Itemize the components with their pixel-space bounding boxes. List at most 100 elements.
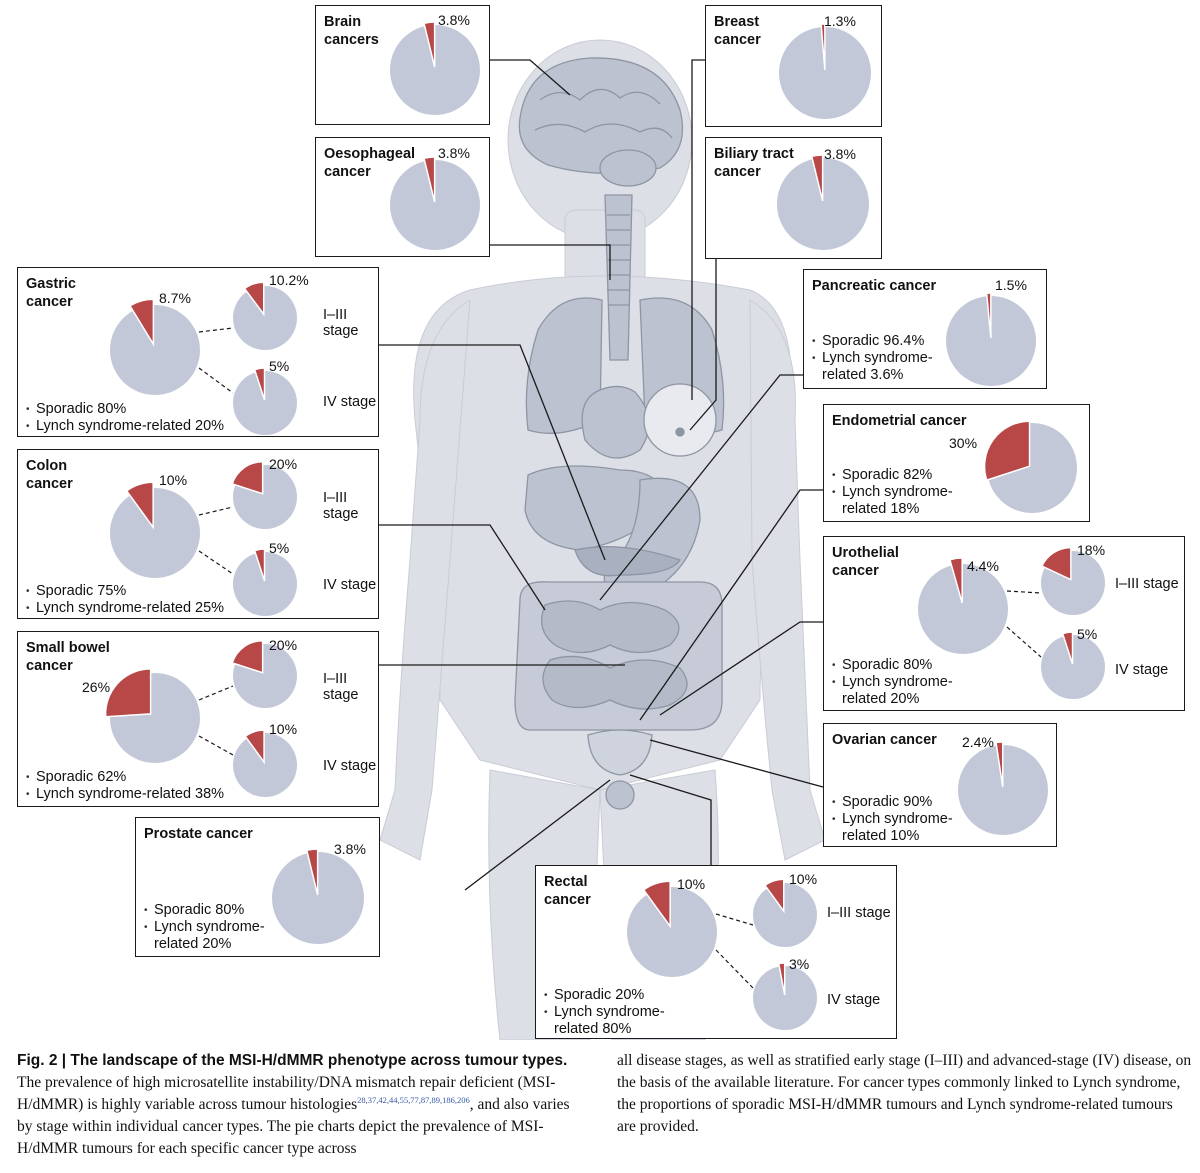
panel-biliary: Biliary tract cancer 3.8%: [705, 137, 882, 259]
panel-title: Biliary tract cancer: [714, 146, 794, 180]
stage-late-pie: [753, 962, 817, 1030]
main-pie-slice: [995, 741, 1004, 788]
stage-early-text: I–III stage: [323, 490, 359, 522]
main-pie: [110, 481, 200, 578]
stage-late-pie: [233, 367, 297, 435]
leader-lines: [378, 59, 825, 891]
main-pie: [627, 880, 717, 977]
panel-pies: [777, 154, 869, 250]
stage-early-label: 10.2%: [269, 272, 309, 288]
stage-early-text: I–III stage: [323, 671, 359, 703]
panel-pies: [918, 546, 1105, 699]
bullet-dot-icon: •: [26, 586, 30, 597]
main-pie-base: [390, 160, 480, 250]
legend-bullets: •Sporadic 20%•Lynch syndrome- related 80…: [544, 987, 665, 1038]
stage-early-pie-slice: [231, 461, 264, 495]
stage-early-pie: [231, 640, 297, 708]
heart: [581, 385, 650, 459]
breast-gland: [643, 383, 717, 457]
main-pie-base: [110, 305, 200, 395]
main-pie: [110, 298, 200, 395]
stage-early-pie: [753, 878, 817, 947]
panel-title: Breast cancer: [714, 14, 761, 48]
bullet-text: Lynch syndrome- related 3.6%: [822, 350, 933, 383]
stage-early-pie-base: [753, 883, 817, 947]
small-intestine: [541, 600, 688, 710]
panel-title: Rectal cancer: [544, 874, 591, 908]
bullet-text: Sporadic 75%: [36, 583, 127, 599]
caption-text-1: The prevalence of high microsatellite in…: [17, 1074, 556, 1113]
bullet-item: • Sporadic 75%: [26, 583, 224, 600]
main-pie-label: 1.3%: [824, 13, 856, 29]
bullet-dot-icon: •: [144, 905, 148, 916]
panel-title: Small bowel cancer: [26, 640, 110, 674]
main-pie-slice: [423, 21, 436, 68]
bullet-text: Lynch syndrome-related 38%: [36, 786, 225, 802]
stage-late-label: 3%: [789, 956, 810, 972]
bullet-text: Lynch syndrome- related 18%: [842, 484, 953, 517]
panel-pies: [627, 878, 817, 1030]
main-pie-label: 4.4%: [967, 558, 999, 574]
panel-pies: [946, 292, 1036, 386]
stage-late-pie: [1041, 631, 1105, 699]
main-pie-label: 3.8%: [438, 12, 470, 28]
caption-right-column: all disease stages, as well as stratifie…: [617, 1050, 1192, 1138]
connector-late: [198, 550, 234, 575]
bullet-item: •Sporadic 20%: [544, 987, 665, 1004]
main-pie-slice: [423, 156, 436, 203]
main-pie: [983, 420, 1077, 513]
caption-text-2: , and also varies by stage within indivi…: [17, 1096, 570, 1157]
main-pie-slice: [985, 292, 992, 339]
connector-early: [715, 913, 754, 926]
connector-late: [198, 367, 234, 394]
main-pie-label: 3.8%: [824, 146, 856, 162]
main-pie-label: 2.4%: [962, 734, 994, 750]
panel-pies: [983, 420, 1077, 513]
panel-title: Ovarian cancer: [832, 732, 937, 748]
figure-caption: Fig. 2 | The landscape of the MSI-H/dMMR…: [17, 1050, 1192, 1168]
bullet-dot-icon: •: [26, 404, 30, 415]
stage-late-label: 5%: [269, 358, 290, 374]
left-lung: [525, 297, 603, 434]
stage-late-pie-base: [1041, 635, 1105, 699]
main-pie-slice: [125, 481, 154, 530]
main-pie: [946, 292, 1036, 386]
stage-late-text: IV stage: [323, 394, 377, 410]
bladder: [587, 729, 653, 776]
legend-bullets: •Sporadic 90%•Lynch syndrome- related 10…: [832, 794, 953, 845]
bullet-dot-icon: •: [544, 990, 548, 1001]
bullet-text: Sporadic 62%: [36, 769, 127, 785]
bullet-dot-icon: •: [812, 336, 816, 347]
main-pie-base: [779, 27, 871, 119]
legend-bullets: •Sporadic 96.4%• Lynch syndrome- related …: [812, 333, 933, 384]
stage-early-label: 20%: [269, 637, 298, 653]
stage-early-pie-slice: [1040, 546, 1072, 581]
bullet-item: •Sporadic 96.4%: [812, 333, 933, 350]
organs: [514, 57, 725, 810]
caption-references[interactable]: 28,37,42,44,55,77,87,89,186,206: [357, 1094, 470, 1105]
stage-early-pie-base: [233, 286, 297, 350]
panel-pies: [272, 848, 364, 944]
bullet-text: Sporadic 80%: [842, 657, 933, 673]
bullet-dot-icon: •: [544, 1007, 548, 1018]
bullet-dot-icon: •: [26, 789, 30, 800]
legend-bullets: •Sporadic 75%•Lynch syndrome-related 25%: [26, 583, 224, 617]
bullet-dot-icon: •: [832, 660, 836, 671]
connector-late: [715, 949, 754, 989]
main-pie: [777, 154, 869, 250]
stage-early-label: 10%: [789, 871, 818, 887]
bullet-item: • Lynch syndrome-related 38%: [26, 786, 224, 803]
bullet-item: •Lynch syndrome- related 20%: [832, 674, 953, 708]
bullet-text: Lynch syndrome- related 20%: [842, 674, 953, 707]
pancreas: [574, 546, 682, 577]
connector-early: [198, 685, 234, 701]
cerebellum: [599, 149, 657, 187]
panel-breast: Breast cancer 1.3%: [705, 5, 882, 127]
bullet-text: Lynch syndrome- related 80%: [554, 1004, 665, 1037]
main-pie: [390, 156, 480, 250]
